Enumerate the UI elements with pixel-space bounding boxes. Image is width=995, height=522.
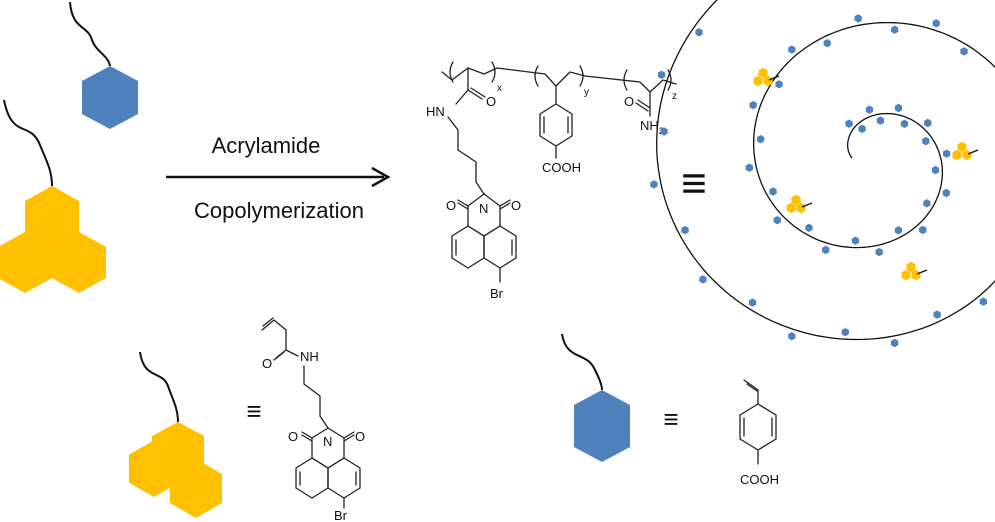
hexagon-icon — [681, 225, 689, 235]
monomer-imide-nitrogen: N — [323, 434, 332, 449]
hexagon-icon — [757, 135, 765, 144]
hexagon-icon — [788, 332, 796, 341]
amine-n: NH — [640, 118, 659, 133]
imide-oxygen-left: O — [446, 198, 456, 213]
hexagon-icon — [574, 390, 630, 462]
hexagon-icon — [841, 328, 849, 337]
hexagon-icon — [894, 226, 902, 235]
monomer-imide-oxygen-left: O — [288, 429, 298, 444]
legend-blue-monomer: ≡ COOH — [561, 333, 779, 487]
subscript-z: z — [672, 91, 677, 102]
monomer-carbonyl-oxygen: O — [262, 356, 272, 371]
yellow-bead-group — [753, 67, 979, 281]
subscript-x: x — [497, 83, 502, 94]
hexagon-icon — [875, 247, 883, 257]
monomer-imide-oxygen-right: O — [355, 429, 365, 444]
blue-monomer-structure: COOH — [739, 379, 779, 487]
spiral-polymer — [650, 0, 995, 348]
carboxylic-acid-label: COOH — [542, 160, 581, 175]
equivalence-symbol: ≡ — [246, 396, 261, 426]
hexagon-icon — [788, 45, 796, 54]
hexagon-icon — [979, 297, 987, 306]
hexagon-icon — [650, 180, 658, 189]
trimer-hexagon-icon — [753, 67, 780, 87]
hexagon-icon — [822, 245, 830, 255]
blue-bead-group — [650, 14, 987, 348]
hexagon-icon — [851, 236, 859, 245]
process-label: Copolymerization — [194, 198, 364, 223]
hexagon-icon — [775, 80, 783, 89]
hexagon-icon — [933, 310, 941, 319]
legend-yellow-monomer: ≡ O NH N O O Br — [128, 317, 365, 522]
hexagon-icon — [876, 116, 885, 125]
equivalence-symbol: ≡ — [681, 159, 707, 208]
reagent-label: Acrylamide — [212, 133, 321, 158]
polymer-structure: x y z O HN N O O Br COOH — [426, 61, 677, 301]
amide-nh-label: HN — [426, 104, 445, 119]
hexagon-icon — [865, 105, 874, 114]
imide-nitrogen: N — [479, 201, 488, 216]
hexagon-icon — [932, 19, 940, 28]
subscript-y: y — [584, 87, 589, 98]
equivalence-symbol: ≡ — [663, 404, 678, 434]
hexagon-icon — [769, 187, 777, 196]
hexagon-icon — [748, 298, 757, 307]
hexagon-icon — [805, 223, 813, 232]
reaction-arrow — [166, 166, 391, 188]
hexagon-icon — [943, 149, 951, 158]
tether-line — [69, 1, 111, 67]
hexagon-icon — [749, 100, 757, 110]
hexagon-icon — [745, 163, 753, 172]
monomer-amide-nh: NH — [300, 349, 319, 364]
hexagon-icon — [82, 66, 138, 129]
trimer-hexagon-icon — [128, 422, 222, 518]
hexagon-icon — [924, 118, 932, 128]
tether-line — [3, 99, 53, 187]
hexagon-icon — [942, 188, 950, 198]
spiral-chain-line — [656, 0, 995, 341]
trimer-hexagon-icon — [901, 261, 928, 281]
carbonyl-oxygen: O — [486, 94, 496, 109]
hexagon-icon — [923, 199, 931, 208]
acrylamide-oxygen: O — [624, 94, 634, 109]
monomer-bromine: Br — [334, 508, 348, 522]
hexagon-icon — [823, 39, 831, 48]
yellow-monomer-structure: O NH N O O Br — [261, 317, 365, 522]
blue-monomer-top — [69, 1, 138, 129]
hexagon-icon — [960, 47, 968, 56]
tether-line — [139, 351, 179, 423]
hexagon-icon — [931, 165, 940, 175]
hexagon-icon — [894, 103, 903, 113]
hexagon-icon — [891, 25, 899, 34]
hexagon-icon — [695, 28, 703, 37]
trimer-hexagon-icon — [786, 194, 813, 214]
hexagon-icon — [845, 119, 853, 128]
hexagon-icon — [773, 216, 781, 225]
hexagon-icon — [900, 119, 909, 128]
tether-line — [561, 333, 603, 391]
bromine-label: Br — [490, 286, 504, 301]
hexagon-icon — [660, 127, 668, 136]
hexagon-icon — [919, 225, 927, 235]
yellow-monomer-left — [0, 99, 106, 293]
monomer-carboxylic-acid: COOH — [740, 472, 779, 487]
hexagon-icon — [854, 14, 862, 23]
hexagon-icon — [922, 136, 930, 146]
hexagon-icon — [657, 70, 666, 79]
trimer-hexagon-icon — [952, 141, 979, 161]
trimer-hexagon-icon — [0, 186, 106, 293]
imide-oxygen-right: O — [511, 198, 521, 213]
hexagon-icon — [890, 338, 899, 348]
hexagon-icon — [699, 275, 707, 284]
hexagon-icon — [858, 124, 866, 134]
amine-label: NH2 — [640, 118, 664, 136]
